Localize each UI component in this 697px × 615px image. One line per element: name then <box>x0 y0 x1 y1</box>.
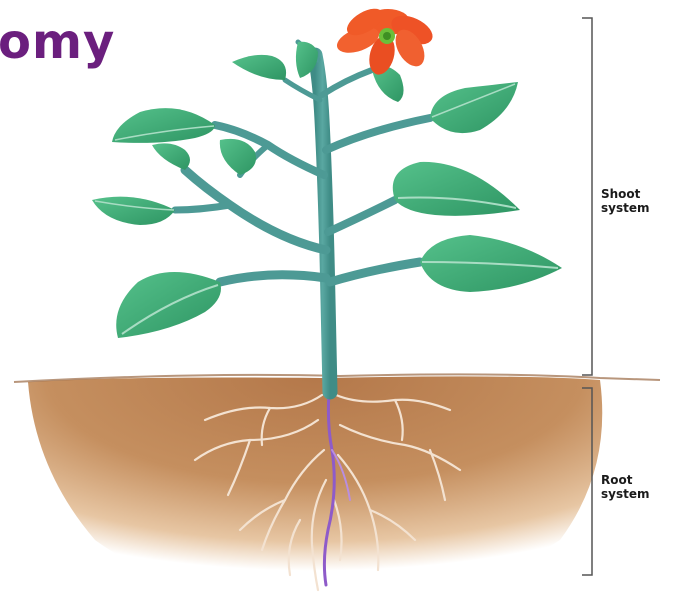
shoot-system-label-line2: system <box>601 201 650 215</box>
root-system-label-line1: Root <box>601 473 650 487</box>
root-system-label-line2: system <box>601 487 650 501</box>
soil <box>14 374 660 605</box>
shoot-system-label-line1: Shoot <box>601 187 650 201</box>
leaf <box>112 108 215 143</box>
leaf <box>220 139 256 175</box>
flower <box>334 3 437 77</box>
leaf <box>420 235 562 292</box>
leaf <box>152 143 190 170</box>
leaf <box>393 162 520 216</box>
leaf <box>116 272 221 338</box>
diagram-title: omy <box>0 18 115 66</box>
leaf <box>232 55 286 80</box>
shoot-system-bracket <box>582 18 592 375</box>
root-system-label: Root system <box>601 473 650 501</box>
shoot-system-label: Shoot system <box>601 187 650 215</box>
leaf <box>92 197 175 225</box>
leaf <box>430 82 518 133</box>
